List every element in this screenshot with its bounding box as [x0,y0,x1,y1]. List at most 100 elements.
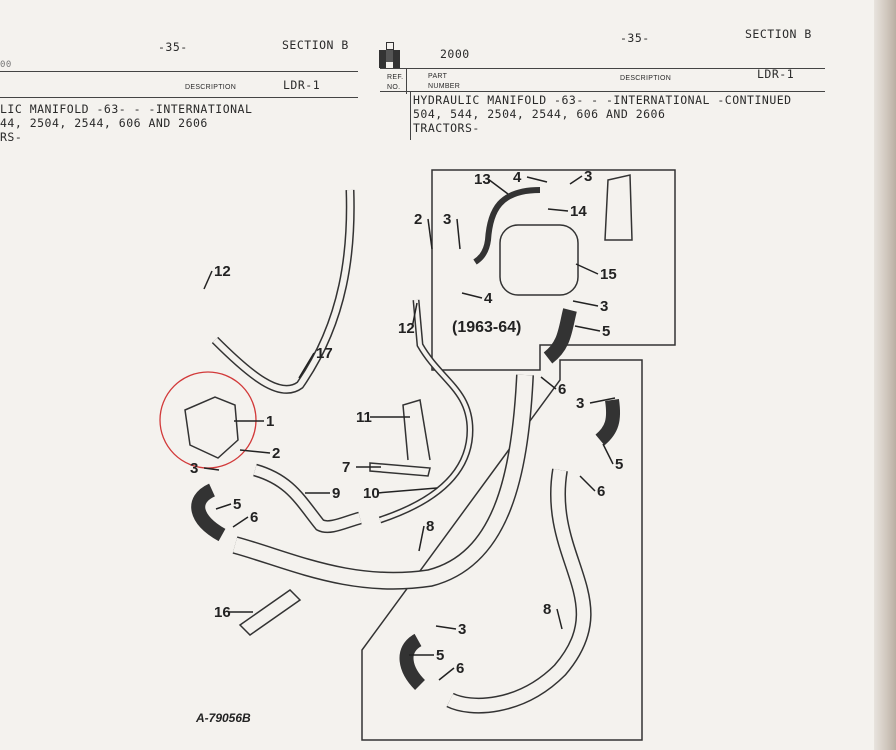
callout-leader-arrow [438,667,455,681]
ref-col-divider [406,69,407,94]
callout-leader-arrow [376,487,438,494]
callout-leader-arrow [556,608,563,630]
callout-leader-arrow [215,503,232,510]
right-col-part: PART NUMBER [428,72,460,92]
right-header-rule [380,68,825,69]
callout-leader-arrow [435,625,457,630]
callout-leader-arrow [574,325,601,332]
callout-leader-arrow [418,525,425,552]
col-part-line: NUMBER [428,83,461,90]
left-col-description: DESCRIPTION [185,84,237,91]
callout-number: 3 [458,621,466,638]
right-title-line: TRACTORS- [413,121,480,135]
callout-leader-arrow [589,397,616,404]
figure-id: A-79056B [195,711,251,725]
manifold-1 [184,396,239,459]
callout-number: 3 [443,211,451,228]
left-margin-fragment: 00 [0,60,12,70]
callout-number: 5 [602,323,610,340]
inset-label: (1963-64) [452,319,521,336]
callout-number: 6 [558,381,566,398]
callout-number: 6 [456,660,464,677]
callout-number: 4 [513,169,522,186]
callout-leader-arrow [526,176,548,183]
left-title-line: LIC MANIFOLD -63- - -INTERNATIONAL [0,102,253,116]
page-edge-shadow [874,0,896,750]
callout-leader-arrow [540,376,557,390]
right-code: LDR-1 [757,67,795,81]
elbow-5-inset [543,308,577,364]
elbow-5 [191,483,226,542]
inset-box-1963-64 [431,169,676,371]
callout-number: 13 [474,171,491,188]
callout-leader-arrow [232,516,249,528]
bracket-11 [402,399,431,461]
callout-leader-arrow [572,300,599,307]
right-col-description: DESCRIPTION [620,75,672,82]
left-title: LIC MANIFOLD -63- - -INTERNATIONAL 44, 2… [0,102,252,144]
right-page-number: -35- [620,31,650,45]
callout-number: 12 [214,263,231,280]
callout-number: 14 [570,203,587,220]
tube-13 [473,187,541,265]
callout-number: 4 [484,290,493,307]
right-title-line: 504, 544, 2504, 2544, 606 AND 2606 [413,107,666,121]
right-header-rule-2 [380,91,825,92]
hose-9-inner [253,465,362,532]
callout-number: 1 [266,413,274,430]
col-ref-line: NO. [387,84,401,91]
bracket-14 [604,174,633,241]
callout-number: 2 [414,211,422,228]
callout-leader-arrow [575,263,599,275]
decal-16 [238,589,302,636]
left-header-rule-2 [0,97,358,98]
right-title-line: HYDRAULIC MANIFOLD -63- - -INTERNATIONAL… [413,93,792,107]
filter-15 [499,224,579,296]
callout-number: 10 [363,485,380,502]
desc-col-divider [410,92,411,140]
callout-number: 7 [342,459,350,476]
left-page-number: -35- [158,40,188,54]
callout-number: 3 [190,460,198,477]
callout-number: 8 [426,518,434,535]
left-title-line: RS- [0,130,23,144]
callout-number: 9 [332,485,340,502]
callout-leader-arrow [298,352,315,379]
callout-number: 5 [436,647,444,664]
callout-leader-arrow [411,302,418,329]
elbow-5-right [595,398,621,446]
callout-number: 2 [272,445,280,462]
callout-leader-arrow [461,292,483,299]
callout-number: 6 [597,483,605,500]
ih-logo [379,42,401,68]
hose-8-lower-inner [447,468,591,713]
callout-number: 3 [600,298,608,315]
callout-number: 5 [233,496,241,513]
right-title: HYDRAULIC MANIFOLD -63- - -INTERNATIONAL… [413,93,792,135]
left-header-rule [0,71,358,72]
hose-17-inner [212,189,354,393]
callout-leader-arrow [456,218,461,250]
callout-number: 15 [600,266,617,283]
left-section: SECTION B [282,38,349,52]
callout-number: 8 [543,601,551,618]
callout-leader-arrow [487,178,509,195]
tube-10-inner [379,299,473,522]
callout-number: 3 [584,168,592,185]
lower-right-box [361,359,643,741]
callout-number: 11 [356,409,372,426]
left-code: LDR-1 [283,78,321,92]
left-title-line: 44, 2504, 2544, 606 AND 2606 [0,116,208,130]
right-col-ref: REF. NO. [387,73,403,93]
callout-number: 3 [576,395,584,412]
hose-8-inner [233,374,533,589]
col-part-line: PART [428,73,448,80]
callout-leader-arrow [579,475,596,492]
callout-number: 16 [214,604,231,621]
right-model: 2000 [440,47,470,61]
callout-leader-arrow [427,218,433,250]
callout-number: 6 [250,509,258,526]
callout-number: 5 [615,456,623,473]
strap-7 [369,462,431,477]
callout-number: 17 [316,345,333,362]
